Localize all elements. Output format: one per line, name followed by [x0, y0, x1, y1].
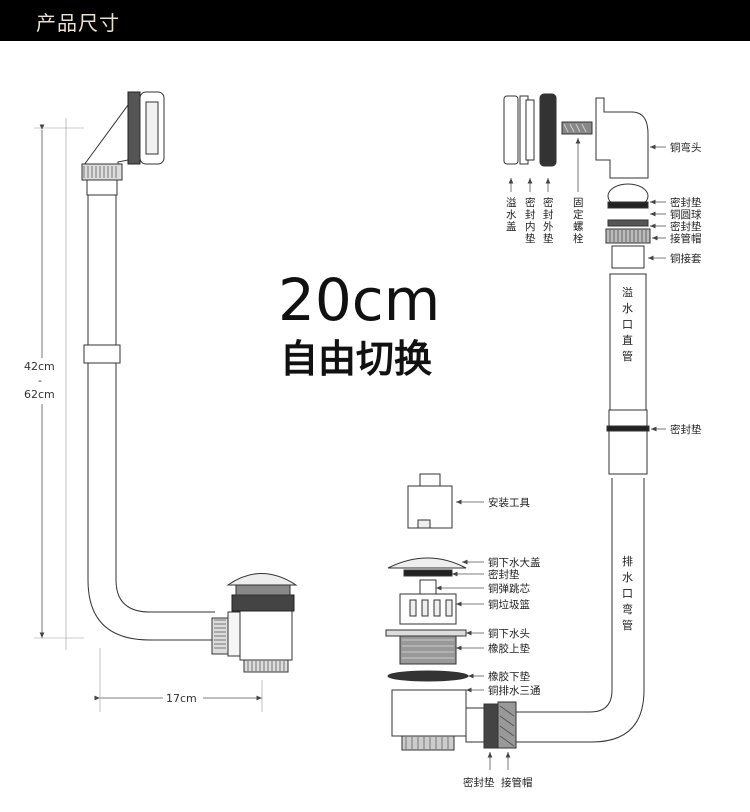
height-top-label: 42cm — [24, 360, 55, 373]
height-separator: - — [38, 374, 42, 387]
label-pipe-cap: 接管帽 — [670, 232, 702, 245]
label-copper-elbow: 铜弯头 — [670, 141, 702, 154]
label-copper-sleeve: 铜接套 — [670, 252, 702, 265]
fixing-bolt-part — [561, 121, 593, 135]
label-seal-2: 密封垫 — [670, 220, 702, 233]
label-rubber-upper: 橡胶上垫 — [488, 642, 530, 655]
label-bottom-seal: 密封垫 — [463, 776, 495, 789]
exploded-pipe — [516, 273, 650, 743]
copper-elbow-part — [595, 97, 649, 179]
height-dimension: 42cm - 62cm — [20, 118, 84, 650]
label-spring-core: 铜弹跳芯 — [488, 582, 530, 595]
label-drain-cap: 铜下水大盖 — [488, 556, 541, 569]
label-inner-seal: 密封内垫 — [525, 196, 536, 245]
headline-caption: 自由切换 — [280, 337, 432, 381]
label-drain-seal: 密封垫 — [488, 568, 520, 581]
width-dimension: 17cm — [94, 648, 263, 712]
spring-core-part — [419, 579, 437, 595]
label-mid-seal: 密封垫 — [670, 423, 702, 436]
pipe-cap-part — [605, 228, 651, 244]
bottom-pipe-cap-part — [497, 701, 517, 749]
label-install-tool: 安装工具 — [488, 496, 530, 509]
bottom-part-labels: 密封垫 接管帽 — [463, 752, 533, 789]
header-bar: 产品尺寸 — [0, 0, 750, 41]
label-bottom-pipe-cap: 接管帽 — [501, 776, 533, 789]
label-fixing-bolt: 固定螺栓 — [573, 197, 584, 245]
exploded-tool — [407, 473, 453, 529]
label-tee: 铜排水三通 — [488, 684, 541, 697]
overflow-cover-part — [503, 95, 519, 165]
label-drain-pipe: 排水口弯管 — [622, 554, 633, 632]
exploded-overflow-parts — [503, 93, 649, 179]
tee-part — [391, 689, 467, 737]
install-tool-part — [419, 473, 441, 487]
width-label: 17cm — [166, 692, 197, 705]
assembled-drain-drawing — [81, 91, 298, 673]
overflow-seal-shape — [127, 91, 141, 165]
product-dimension-diagram: 42cm - 62cm 17cm 20cm 自由切换 — [20, 91, 702, 789]
label-copper-ball: 铜圆球 — [670, 208, 702, 221]
label-overflow-pipe: 溢水口直管 — [622, 285, 633, 363]
rubber-lower-part — [387, 670, 469, 682]
right-part-labels: 铜弯头 密封垫 铜圆球 密封垫 接管帽 铜接套 密封垫 — [648, 141, 702, 436]
label-rubber-lower: 橡胶下垫 — [488, 670, 530, 683]
label-outer-seal: 密封外垫 — [543, 196, 554, 245]
exploded-drain-parts — [385, 557, 517, 751]
bottom-seal-part — [483, 703, 499, 749]
outer-seal-part — [539, 93, 557, 167]
pipe-joint-shape — [83, 344, 121, 364]
tee-thread-shape — [243, 659, 289, 673]
drain-cap-part — [387, 557, 467, 569]
copper-sleeve-part — [611, 245, 645, 269]
label-strainer: 铜垃圾篮 — [488, 598, 530, 611]
label-seal-1: 密封垫 — [670, 196, 702, 209]
drain-cap-shape — [226, 573, 298, 586]
exploded-ball-parts — [605, 183, 651, 269]
label-drain-head: 铜下水头 — [488, 628, 530, 640]
height-bottom-label: 62cm — [24, 388, 55, 401]
drain-head-part — [385, 629, 467, 637]
header-title: 产品尺寸 — [36, 11, 120, 35]
label-overflow-cover: 溢水盖 — [506, 196, 517, 233]
inner-seal-part — [525, 99, 535, 161]
headline-size: 20cm — [278, 266, 440, 334]
mid-seal-part — [606, 425, 650, 432]
